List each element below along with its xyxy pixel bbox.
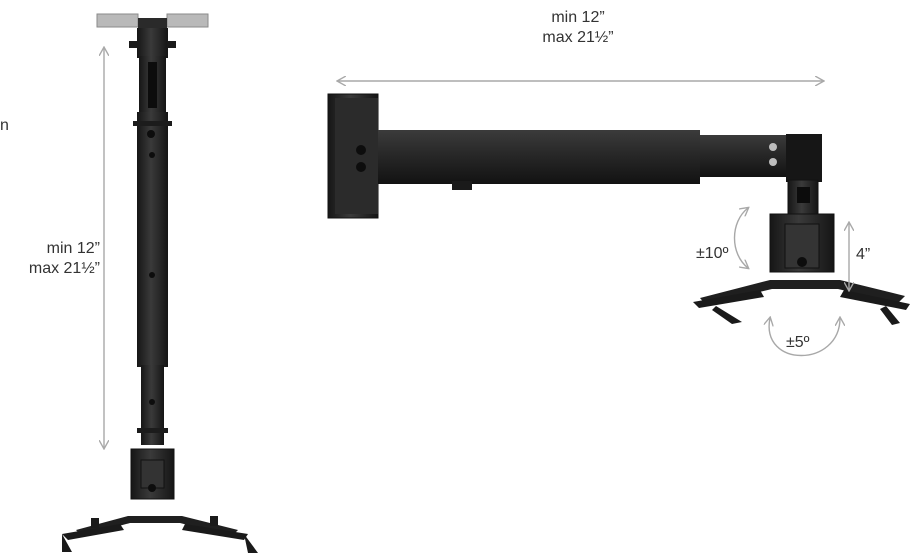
vertical-max-label: max 21½” <box>28 260 100 277</box>
spider-base <box>76 516 238 536</box>
main-arm <box>378 130 700 184</box>
horizontal-max-label: max 21½” <box>542 29 614 46</box>
clipped-edge-letter: n <box>0 117 9 134</box>
horizontal-min-label: min 12” <box>551 9 605 26</box>
ceiling-mount <box>62 13 258 553</box>
ceiling-plate-right <box>166 13 209 28</box>
swivel-arc-arrow <box>769 318 840 357</box>
ceiling-plate-left <box>96 13 139 28</box>
outer-tube <box>137 112 168 367</box>
inner-tube <box>141 365 164 445</box>
top-bracket <box>137 28 168 58</box>
tilt-label: ±10º <box>696 245 729 262</box>
extension-arm <box>700 135 788 177</box>
drop-label: 4” <box>856 246 871 263</box>
tilt-arc-arrow <box>733 208 749 268</box>
vertical-min-label: min 12” <box>46 240 100 257</box>
wall-mount <box>327 93 910 325</box>
swivel-label: ±5º <box>786 334 810 351</box>
elbow-block <box>786 134 822 182</box>
